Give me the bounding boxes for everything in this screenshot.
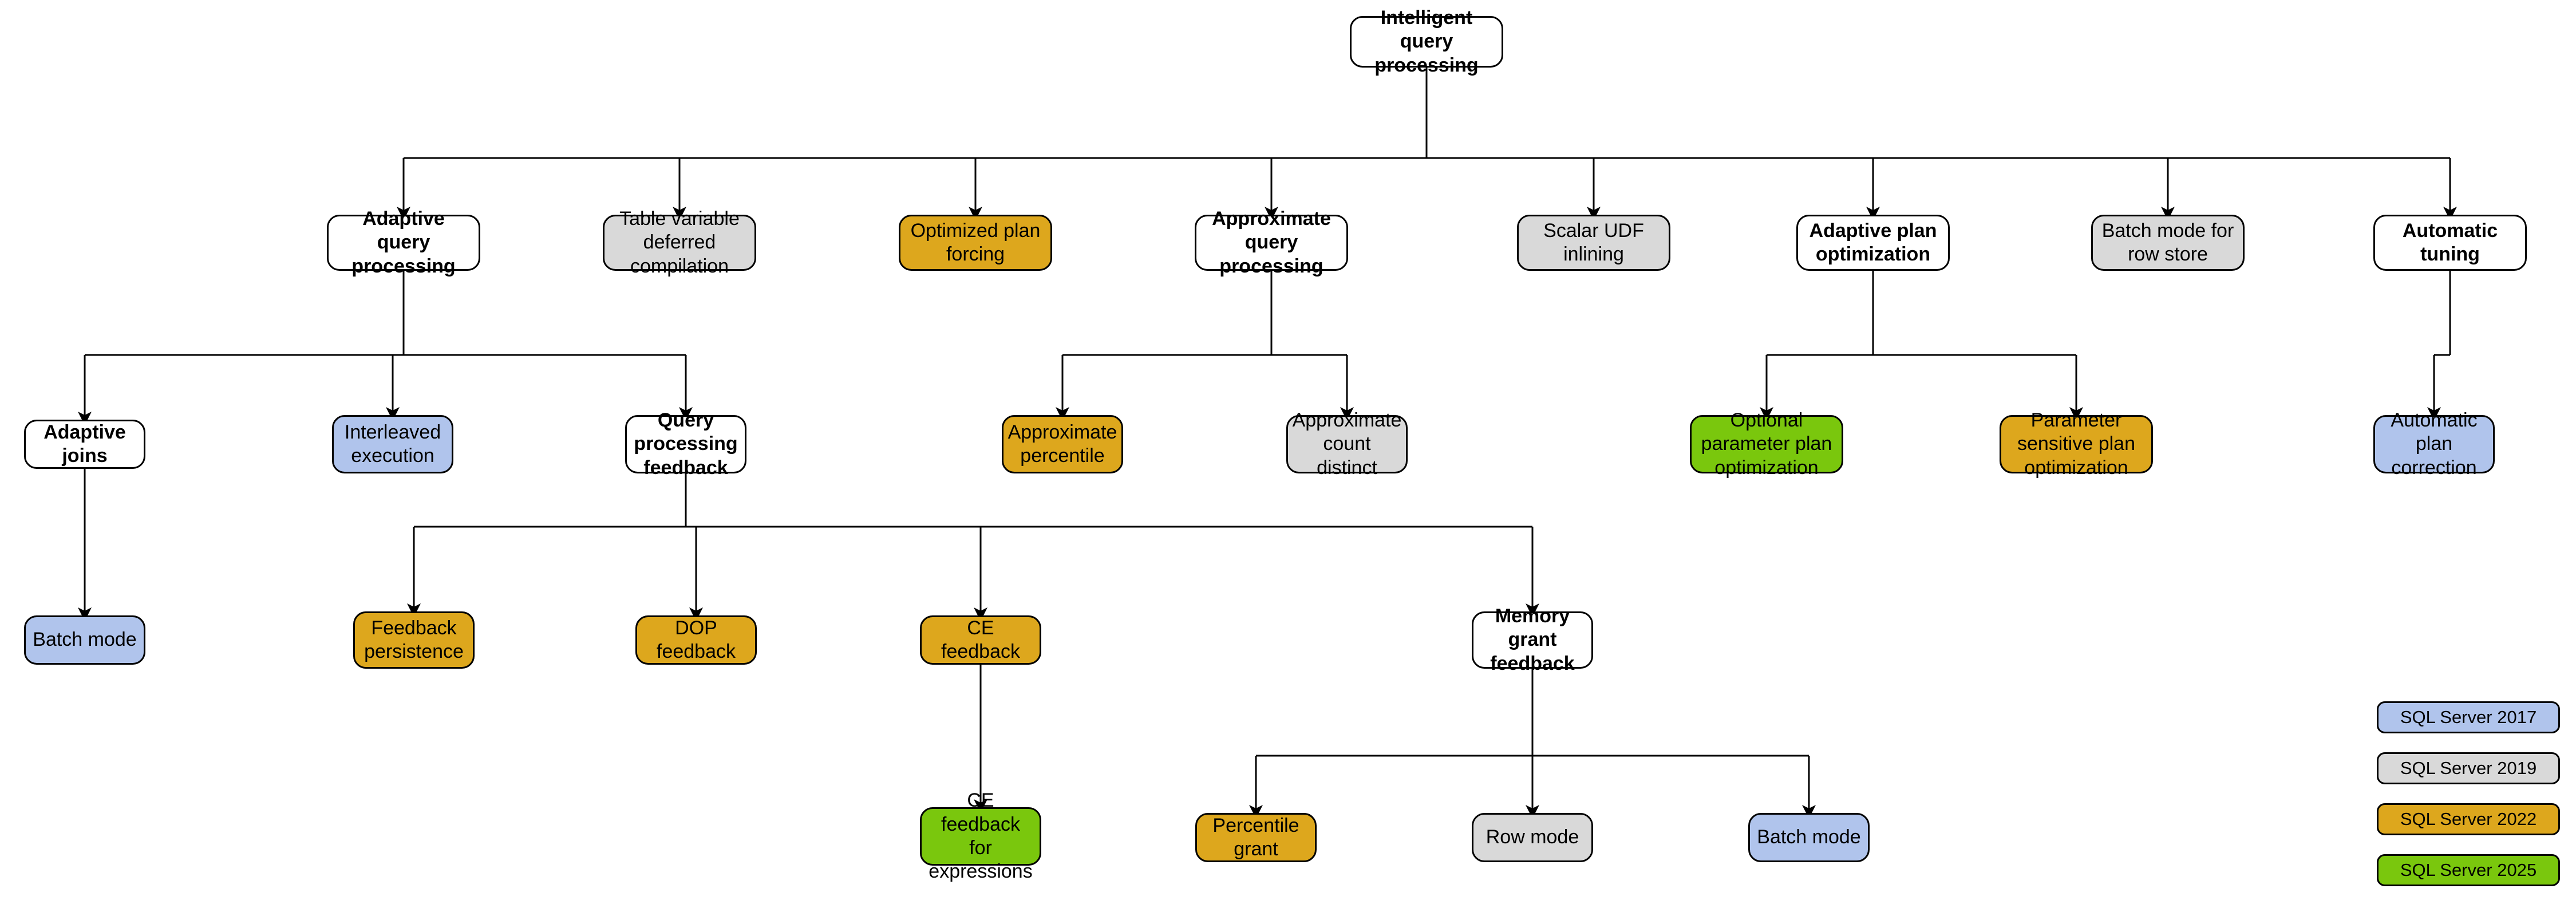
node-approx-pct[interactable]: Approximate percentile <box>1002 415 1123 473</box>
node-adaptive-joins[interactable]: Adaptive joins <box>24 420 145 469</box>
legend-2025: SQL Server 2025 <box>2377 854 2560 886</box>
node-batch-mode-mgf[interactable]: Batch mode <box>1748 813 1870 862</box>
node-dop-feedback[interactable]: DOP feedback <box>635 615 757 665</box>
node-aqp[interactable]: Adaptive query processing <box>327 208 480 277</box>
legend-2019: SQL Server 2019 <box>2377 752 2560 784</box>
node-autotune[interactable]: Automatic tuning <box>2373 215 2527 271</box>
node-batch-mode-aj[interactable]: Batch mode <box>24 615 145 665</box>
legend-2022: SQL Server 2022 <box>2377 803 2560 835</box>
node-approx-cd[interactable]: Approximate count distinct <box>1286 409 1408 479</box>
node-root[interactable]: Intelligent query processing <box>1350 7 1503 76</box>
node-ce-feedback-expr[interactable]: CE feedback for expressions <box>920 789 1041 882</box>
node-mgf[interactable]: Memory grant feedback <box>1472 605 1593 674</box>
node-percentile-grant[interactable]: Percentile grant <box>1195 813 1317 862</box>
node-bmrs[interactable]: Batch mode for row store <box>2091 215 2245 271</box>
node-apc[interactable]: Automatic plan correction <box>2373 409 2495 479</box>
node-interleaved[interactable]: Interleaved execution <box>332 415 453 473</box>
node-sudf[interactable]: Scalar UDF inlining <box>1517 215 1670 271</box>
node-qpf[interactable]: Query processing feedback <box>625 409 746 479</box>
node-feedback-persist[interactable]: Feedback persistence <box>353 611 475 669</box>
node-apo[interactable]: Adaptive plan optimization <box>1796 215 1950 271</box>
node-apq[interactable]: Approximate query processing <box>1195 208 1348 277</box>
node-ce-feedback[interactable]: CE feedback <box>920 615 1041 665</box>
node-row-mode[interactable]: Row mode <box>1472 813 1593 862</box>
node-oppo[interactable]: Optional parameter plan optimization <box>1690 409 1843 479</box>
node-tvdc[interactable]: Table variable deferred compilation <box>603 208 756 277</box>
node-opf[interactable]: Optimized plan forcing <box>899 215 1052 271</box>
legend-2017: SQL Server 2017 <box>2377 701 2560 733</box>
node-pspo[interactable]: Parameter sensitive plan optimization <box>2000 409 2153 479</box>
